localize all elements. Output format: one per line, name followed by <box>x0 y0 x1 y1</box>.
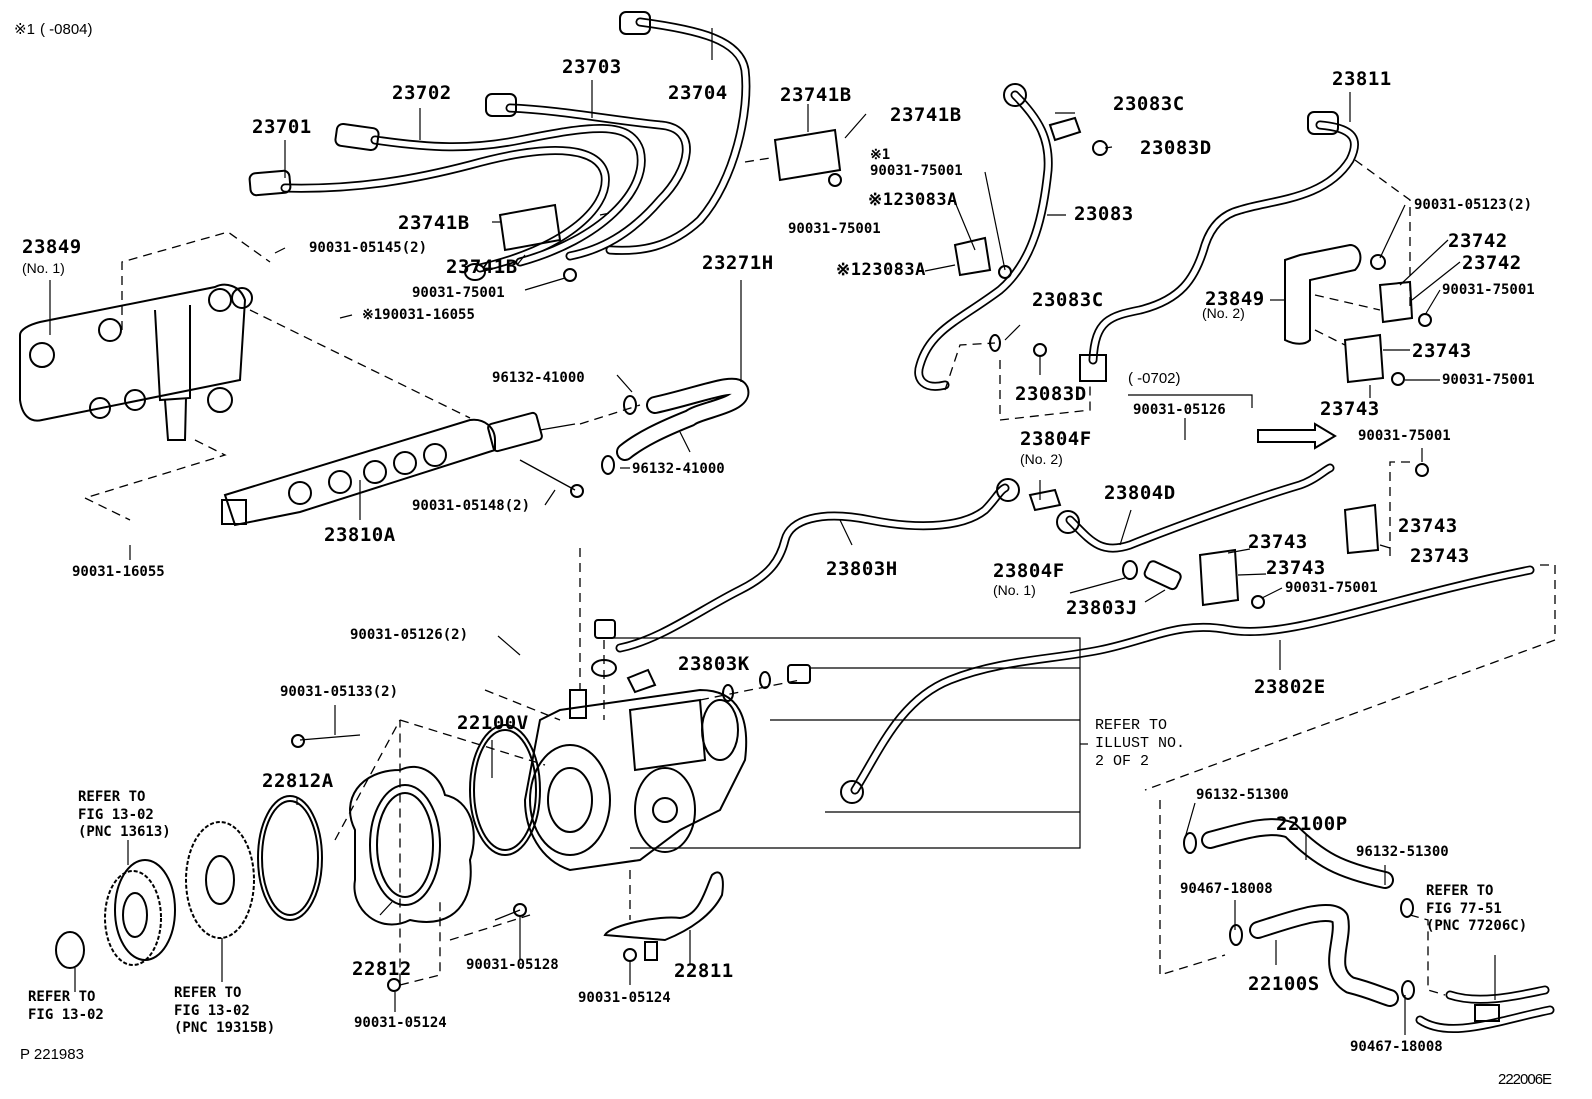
bracket-23849-no1 <box>19 231 471 521</box>
part-90031-05133[interactable]: 90031-05133(2) <box>280 684 399 700</box>
part-96132-51300[interactable]: 96132-51300 <box>1356 844 1449 860</box>
figure-code: 222006E <box>1498 1071 1552 1088</box>
part-90031-05128[interactable]: 90031-05128 <box>466 957 559 973</box>
part-23742[interactable]: 23742 <box>1462 252 1522 274</box>
part-90031-16055[interactable]: 90031-16055 <box>72 564 165 580</box>
part-23849-no1-sub: (No. 1) <box>22 260 65 276</box>
note-1-marker: ※1 <box>870 147 891 163</box>
part-23702[interactable]: 23702 <box>392 82 452 104</box>
part-90031-75001[interactable]: 90031-75001 <box>1442 282 1535 298</box>
part-23083C[interactable]: 23083C <box>1113 93 1185 115</box>
refer-fig-13-02-pnc-13613: REFER TO FIG 13-02 (PNC 13613) <box>78 789 171 840</box>
pipe-23811 <box>1079 111 1411 382</box>
part-23803J[interactable]: 23803J <box>1066 597 1138 619</box>
part-23083D[interactable]: 23083D <box>1140 137 1212 159</box>
part-23849-no1[interactable]: 23849 <box>22 236 82 258</box>
part-90031-75001[interactable]: 90031-75001 <box>1358 428 1451 444</box>
refer-fig-13-02: REFER TO FIG 13-02 <box>28 989 104 1023</box>
part-23802E[interactable]: 23802E <box>1254 676 1326 698</box>
part-22100P[interactable]: 22100P <box>1276 813 1348 835</box>
part-90031-05145[interactable]: 90031-05145(2) <box>309 240 428 256</box>
flange-22812 <box>257 719 546 992</box>
part-23703[interactable]: 23703 <box>562 56 622 78</box>
part-23804D[interactable]: 23804D <box>1104 482 1176 504</box>
part-90031-05126-x2[interactable]: 90031-05126(2) <box>350 627 469 643</box>
part-23743[interactable]: 23743 <box>1412 340 1472 362</box>
part-23271H[interactable]: 23271H <box>702 252 774 274</box>
bracket-23849-no2 <box>1284 243 1432 386</box>
part-23083A-note1[interactable]: ※123083A <box>868 190 958 210</box>
part-90031-75001[interactable]: 90031-75001 <box>788 221 881 237</box>
part-23743[interactable]: 23743 <box>1320 398 1380 420</box>
part-23083A-note1[interactable]: ※123083A <box>836 260 926 280</box>
part-96132-41000[interactable]: 96132-41000 <box>632 461 725 477</box>
part-23811[interactable]: 23811 <box>1332 68 1392 90</box>
part-23083[interactable]: 23083 <box>1074 203 1134 225</box>
note-1-range: ( -0804) <box>40 21 93 38</box>
refer-illust-bracket <box>610 637 1088 849</box>
part-23743[interactable]: 23743 <box>1398 515 1458 537</box>
part-23701[interactable]: 23701 <box>252 116 312 138</box>
part-23083C[interactable]: 23083C <box>1032 289 1104 311</box>
part-90031-05124[interactable]: 90031-05124 <box>354 1015 447 1031</box>
part-96132-51300[interactable]: 96132-51300 <box>1196 787 1289 803</box>
part-23804F-no1[interactable]: 23804F <box>993 560 1065 582</box>
common-rail-23810A <box>221 404 641 527</box>
part-22100S[interactable]: 22100S <box>1248 973 1320 995</box>
part-90467-18008[interactable]: 90467-18008 <box>1180 881 1273 897</box>
part-90031-05123[interactable]: 90031-05123(2) <box>1414 197 1533 213</box>
note-1-symbol: ※1 <box>14 21 35 38</box>
part-22812A[interactable]: 22812A <box>262 770 334 792</box>
part-90031-05148[interactable]: 90031-05148(2) <box>412 498 531 514</box>
part-22100V[interactable]: 22100V <box>457 712 529 734</box>
part-23741B[interactable]: 23741B <box>398 212 470 234</box>
gears <box>55 821 255 992</box>
part-23083D[interactable]: 23083D <box>1015 383 1087 405</box>
hose-23271H <box>601 377 750 475</box>
part-23743[interactable]: 23743 <box>1266 557 1326 579</box>
leader-lines <box>49 28 1496 1035</box>
pipe-23083 <box>914 83 1108 421</box>
part-23803H[interactable]: 23803H <box>826 558 898 580</box>
refer-fig-13-02-pnc-19315B: REFER TO FIG 13-02 (PNC 19315B) <box>174 985 276 1036</box>
part-23741B[interactable]: 23741B <box>446 256 518 278</box>
refer-fig-77-51-pnc-77206C: REFER TO FIG 77-51 (PNC 77206C) <box>1426 883 1528 934</box>
part-23743[interactable]: 23743 <box>1248 531 1308 553</box>
pipes-23803-23804 <box>615 463 1556 804</box>
clamps-23741B <box>498 128 842 282</box>
part-23810A[interactable]: 23810A <box>324 524 396 546</box>
part-23742[interactable]: 23742 <box>1448 230 1508 252</box>
part-90031-16055-note1[interactable]: ※190031-16055 <box>362 307 475 323</box>
part-90031-05124[interactable]: 90031-05124 <box>578 990 671 1006</box>
part-23741B[interactable]: 23741B <box>780 84 852 106</box>
part-23803K[interactable]: 23803K <box>678 653 750 675</box>
part-23804F-no2[interactable]: 23804F <box>1020 428 1092 450</box>
part-90467-18008[interactable]: 90467-18008 <box>1350 1039 1443 1055</box>
part-23804F-no2-sub: (No. 2) <box>1020 451 1063 467</box>
part-22811[interactable]: 22811 <box>674 960 734 982</box>
part-90031-75001[interactable]: 90031-75001 <box>1285 580 1378 596</box>
part-90031-75001[interactable]: 90031-75001 <box>1442 372 1535 388</box>
part-90031-05126[interactable]: 90031-05126 <box>1133 402 1226 418</box>
part-23804F-no1-sub: (No. 1) <box>993 582 1036 598</box>
part-23741B[interactable]: 23741B <box>890 104 962 126</box>
part-23849-no2[interactable]: 23849 <box>1205 288 1265 310</box>
part-90031-75001[interactable]: 90031-75001 <box>412 285 505 301</box>
part-23743[interactable]: 23743 <box>1410 545 1470 567</box>
range-0702: ( -0702) <box>1128 370 1181 387</box>
bracket-22811 <box>603 870 724 962</box>
clamps-23743 <box>1198 422 1429 609</box>
refer-illust-2-of-2: REFER TO ILLUST NO. 2 OF 2 <box>1095 717 1186 770</box>
part-23849-no2-sub: (No. 2) <box>1202 305 1245 321</box>
hoses-22100P-22100S <box>1159 800 1555 1034</box>
part-96132-41000[interactable]: 96132-41000 <box>492 370 585 386</box>
injection-pipes <box>248 11 751 281</box>
part-22812[interactable]: 22812 <box>352 958 412 980</box>
part-90031-75001[interactable]: 90031-75001 <box>870 163 963 179</box>
illustration-code: P 221983 <box>20 1046 84 1063</box>
fuel-pump-body <box>484 548 811 872</box>
part-23704[interactable]: 23704 <box>668 82 728 104</box>
